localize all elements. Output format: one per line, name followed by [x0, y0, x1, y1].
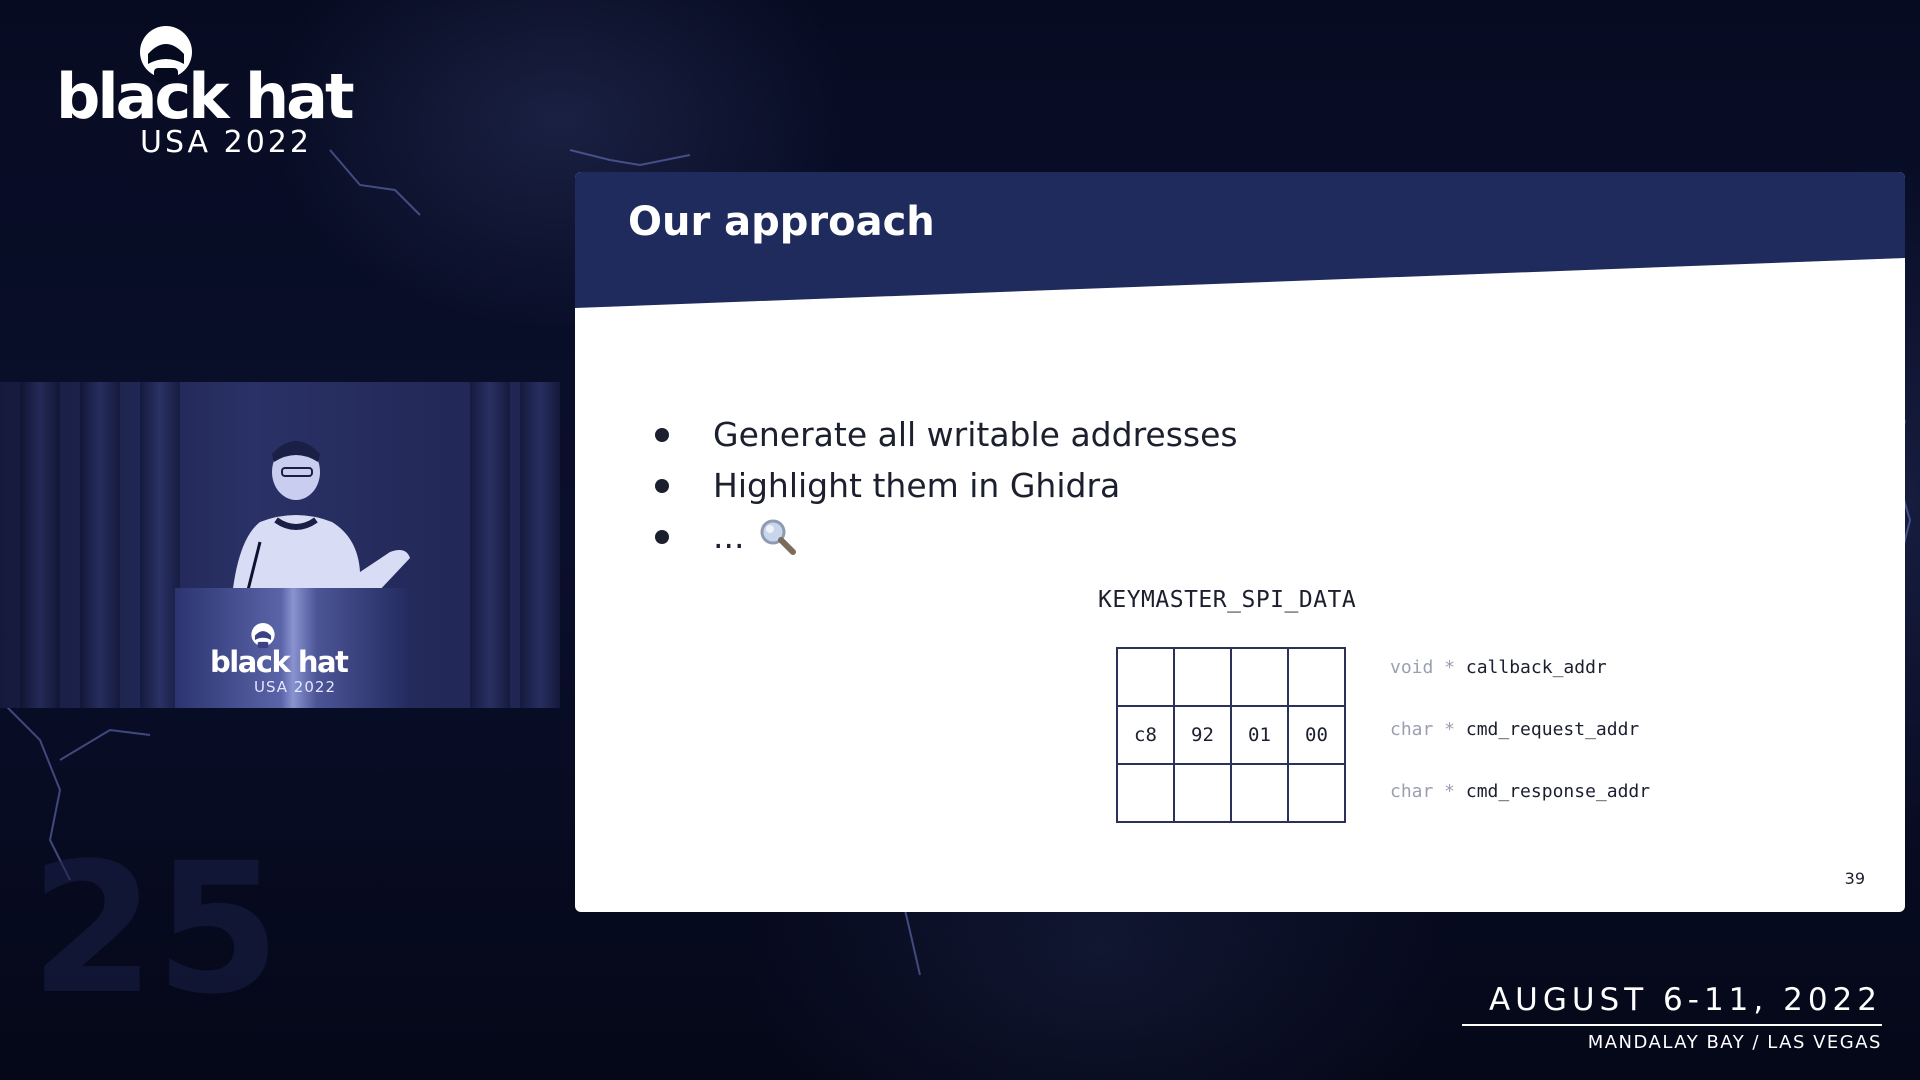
bullet-dot — [655, 479, 669, 493]
blackhat-logo: black hat USA 2022 — [56, 24, 396, 164]
field-name: cmd_request_addr — [1465, 719, 1640, 740]
field-type: char * — [1390, 719, 1456, 740]
memory-cell: 01 — [1230, 705, 1289, 765]
struct-fields: void * callback_addr char * cmd_request_… — [1390, 648, 1650, 834]
memory-layout-table: c8 92 01 00 — [1116, 647, 1346, 823]
curtain-fold — [20, 382, 60, 708]
bullet-item: Highlight them in Ghidra — [655, 460, 1238, 511]
field-name: callback_addr — [1465, 657, 1607, 678]
field-type: void * — [1390, 657, 1456, 678]
speaker-video: black hat USA 2022 — [0, 382, 560, 708]
curtain-fold — [470, 382, 510, 708]
memory-cell — [1230, 647, 1289, 707]
bullet-text: ... — [713, 517, 745, 556]
memory-cell — [1116, 647, 1175, 707]
bullet-dot — [655, 530, 669, 544]
podium-subtitle: USA 2022 — [254, 678, 336, 696]
bullet-text: Highlight them in Ghidra — [713, 466, 1121, 505]
struct-name: KEYMASTER_SPI_DATA — [1098, 587, 1357, 613]
memory-cell — [1287, 647, 1346, 707]
blackhat-hat-icon — [251, 623, 275, 649]
slide: Our approach Generate all writable addre… — [575, 172, 1905, 912]
magnifier-icon — [760, 519, 796, 555]
slide-title: Our approach — [628, 199, 935, 245]
podium: black hat USA 2022 — [175, 588, 411, 708]
podium-logo: black hat USA 2022 — [210, 618, 380, 698]
bullet-list: Generate all writable addresses Highligh… — [655, 409, 1238, 562]
bullet-text: Generate all writable addresses — [713, 415, 1238, 454]
memory-cell — [1230, 763, 1289, 823]
blackhat-hat-icon — [140, 26, 192, 82]
bullet-dot — [655, 428, 669, 442]
logo-subtitle: USA 2022 — [140, 125, 312, 160]
memory-row — [1116, 647, 1346, 707]
curtain-fold — [80, 382, 120, 708]
podium-wordmark: black hat — [210, 645, 349, 679]
memory-row — [1116, 763, 1346, 823]
memory-row: c8 92 01 00 — [1116, 705, 1346, 765]
memory-cell: c8 — [1116, 705, 1175, 765]
memory-cell — [1173, 763, 1232, 823]
curtain-fold — [520, 382, 560, 708]
struct-field: void * callback_addr — [1390, 648, 1650, 710]
memory-cell: 92 — [1173, 705, 1232, 765]
event-date: AUGUST 6-11, 2022 — [1462, 985, 1882, 1026]
memory-cell — [1287, 763, 1346, 823]
memory-cell — [1173, 647, 1232, 707]
logo-wordmark: black hat — [56, 60, 355, 133]
event-venue: MANDALAY BAY / LAS VEGAS — [1587, 1032, 1882, 1053]
memory-cell — [1116, 763, 1175, 823]
slide-page-number: 39 — [1844, 869, 1865, 888]
slide-header-band — [575, 172, 1905, 308]
background-anniversary-number: 25 — [30, 825, 281, 1034]
bullet-item: Generate all writable addresses — [655, 409, 1238, 460]
struct-field: char * cmd_response_addr — [1390, 772, 1650, 834]
field-type: char * — [1390, 781, 1456, 802]
memory-cell: 00 — [1287, 705, 1346, 765]
bullet-item: ... — [655, 511, 1238, 562]
curtain-fold — [140, 382, 180, 708]
struct-field: char * cmd_request_addr — [1390, 710, 1650, 772]
event-info: AUGUST 6-11, 2022 MANDALAY BAY / LAS VEG… — [1462, 985, 1882, 1052]
field-name: cmd_response_addr — [1465, 781, 1651, 802]
